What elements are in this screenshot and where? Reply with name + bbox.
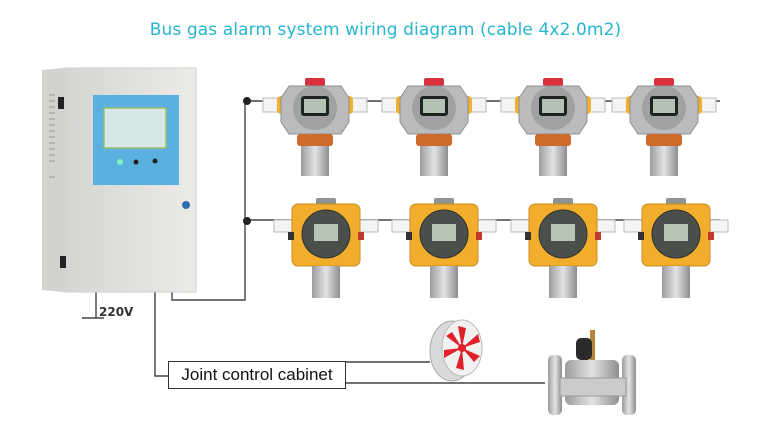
power-led <box>117 159 123 165</box>
door-lock <box>182 201 190 209</box>
panel-button <box>152 158 158 164</box>
gas-detector-gray-3 <box>500 77 606 177</box>
gas-detector-gray-2 <box>381 77 487 177</box>
gas-detector-yellow-4 <box>623 197 729 299</box>
joint-control-line <box>154 285 168 377</box>
exhaust-fan <box>429 319 483 382</box>
panel-button <box>133 159 139 165</box>
solenoid-valve <box>548 330 636 415</box>
gas-detector-gray-1 <box>262 77 368 177</box>
gas-detector-yellow-3 <box>510 197 616 299</box>
junction-dot-top <box>243 97 251 105</box>
joint-control-cabinet-label: Joint control cabinet <box>168 361 346 389</box>
gas-detector-yellow-1 <box>273 197 379 299</box>
alarm-controller-cabinet <box>42 67 197 293</box>
gas-detector-yellow-2 <box>391 197 497 299</box>
lcd-screen <box>103 107 167 149</box>
diagram-title: Bus gas alarm system wiring diagram (cab… <box>149 20 622 40</box>
gas-detector-gray-4 <box>611 77 717 177</box>
junction-dot-bottom <box>243 217 251 225</box>
power-220v-label: 220V <box>99 305 134 319</box>
